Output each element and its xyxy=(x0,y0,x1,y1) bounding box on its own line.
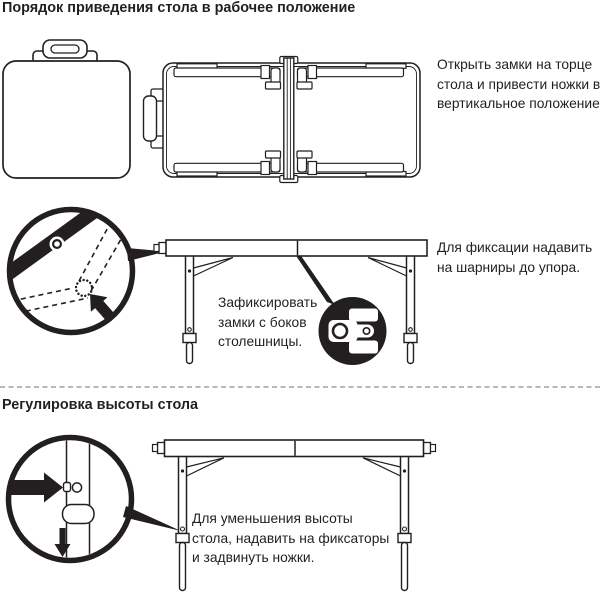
table-right-leg xyxy=(362,453,412,592)
case-handle-hole xyxy=(50,44,80,54)
hinge-rivet xyxy=(51,239,62,250)
folded-leg-left-top xyxy=(173,63,282,90)
latch-pin-large xyxy=(331,322,349,340)
leg-joint-bulge xyxy=(61,503,95,525)
latch-pin-small xyxy=(362,326,371,335)
callout-circle xyxy=(5,434,135,564)
tabletop xyxy=(163,439,425,458)
case-body xyxy=(2,60,131,179)
tabletop xyxy=(165,239,428,257)
folded-case-illustration xyxy=(2,39,131,179)
callout-circle xyxy=(6,206,136,336)
instruction-line: вертикальное положение. xyxy=(437,96,600,111)
pivot-dotted-circle xyxy=(74,278,94,298)
leg-tube xyxy=(65,440,91,558)
slide-down-arrow-icon xyxy=(54,528,71,557)
center-hinge-strip xyxy=(279,55,299,184)
table-left-leg xyxy=(182,253,234,365)
leg-position-dashed-lines xyxy=(12,219,125,314)
lock-button xyxy=(71,482,83,493)
instruction-line: стола и привести ножки в xyxy=(437,76,600,92)
instruction-open-locks: Открыть замки на торце стола и привести … xyxy=(437,55,600,114)
instruction-line: столешницы. xyxy=(218,334,303,349)
side-lock-callout xyxy=(296,256,387,365)
callout-pointer xyxy=(123,506,181,531)
instruction-line: замки с боков xyxy=(218,314,307,330)
folded-leg-right-bottom xyxy=(296,150,407,177)
instruction-line: на шарниры до упора. xyxy=(437,259,581,275)
height-table-illustration xyxy=(151,439,437,592)
table-right-leg xyxy=(367,253,418,365)
opened-case-illustration xyxy=(142,55,421,184)
instruction-line: Для уменьшения высоты xyxy=(192,511,353,526)
press-arrow-icon xyxy=(11,472,63,503)
height-button-callout xyxy=(5,434,181,564)
case-side-handle xyxy=(142,88,165,149)
instruction-line: Зафиксировать xyxy=(218,295,318,310)
instruction-line: Для фиксации надавить xyxy=(437,240,593,255)
callout-pointer xyxy=(296,256,335,305)
hinge-detail-callout xyxy=(6,206,166,336)
table-side-view-illustration xyxy=(153,239,428,365)
instruction-line: и задвинуть ножки. xyxy=(192,550,315,565)
folded-leg-right-top xyxy=(296,63,407,90)
instruction-reduce-height: Для уменьшения высоты стола, надавить на… xyxy=(192,509,389,568)
section1-title: Порядок приведения стола в рабочее полож… xyxy=(2,0,356,16)
section2-title: Регулировка высоты стола xyxy=(2,397,199,413)
end-lock-cap-tip xyxy=(153,243,160,253)
instruction-line: Открыть замки на торце xyxy=(437,57,593,72)
instruction-line: стола, надавить на фиксаторы xyxy=(192,530,390,546)
instruction-lock-sides: Зафиксировать замки с боков столешницы. xyxy=(218,293,317,352)
instruction-fix-hinges: Для фиксации надавить на шарниры до упор… xyxy=(437,238,592,277)
folded-leg-left-bottom xyxy=(173,150,282,177)
